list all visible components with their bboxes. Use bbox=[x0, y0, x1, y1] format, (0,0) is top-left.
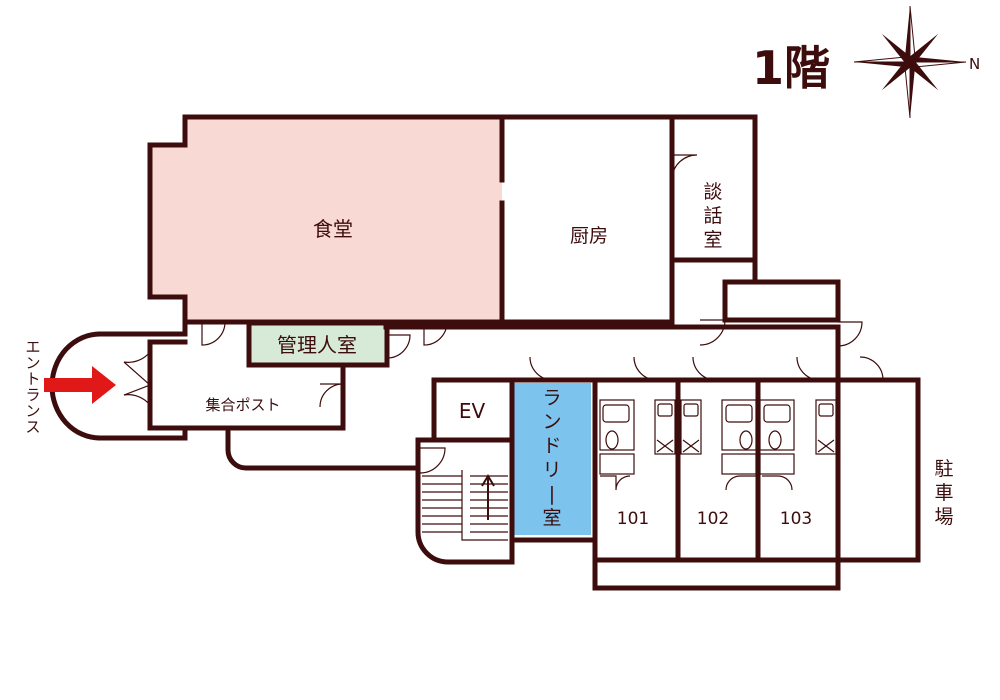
dining-room-fill bbox=[150, 117, 502, 320]
laundry-room-label: ランドリ|室 bbox=[542, 387, 561, 529]
dining-room-label: 食堂 bbox=[313, 217, 353, 241]
floor-label: 1階 bbox=[752, 41, 830, 95]
doors bbox=[123, 154, 884, 474]
manager-room-fill bbox=[250, 324, 386, 364]
elevator-label: EV bbox=[459, 399, 486, 423]
parking-label: 駐車場 bbox=[934, 458, 953, 528]
entrance-arrow-icon bbox=[44, 366, 116, 404]
mailboxes-label: 集合ポスト bbox=[205, 396, 280, 414]
compass-rose-icon bbox=[853, 5, 967, 119]
unit-101-label: 101 bbox=[617, 509, 649, 529]
manager-room-label: 管理人室 bbox=[277, 333, 357, 357]
unit-102-label: 102 bbox=[697, 509, 729, 529]
lounge-label: 談話室 bbox=[703, 181, 722, 251]
kitchen-label: 厨房 bbox=[570, 225, 608, 247]
unit-103-label: 103 bbox=[780, 509, 812, 529]
north-label: N bbox=[969, 55, 980, 73]
entrance-label: エントランス bbox=[25, 338, 40, 436]
laundry-room-fill bbox=[513, 383, 591, 535]
unit-fixtures bbox=[599, 399, 895, 562]
staircase bbox=[422, 470, 508, 541]
